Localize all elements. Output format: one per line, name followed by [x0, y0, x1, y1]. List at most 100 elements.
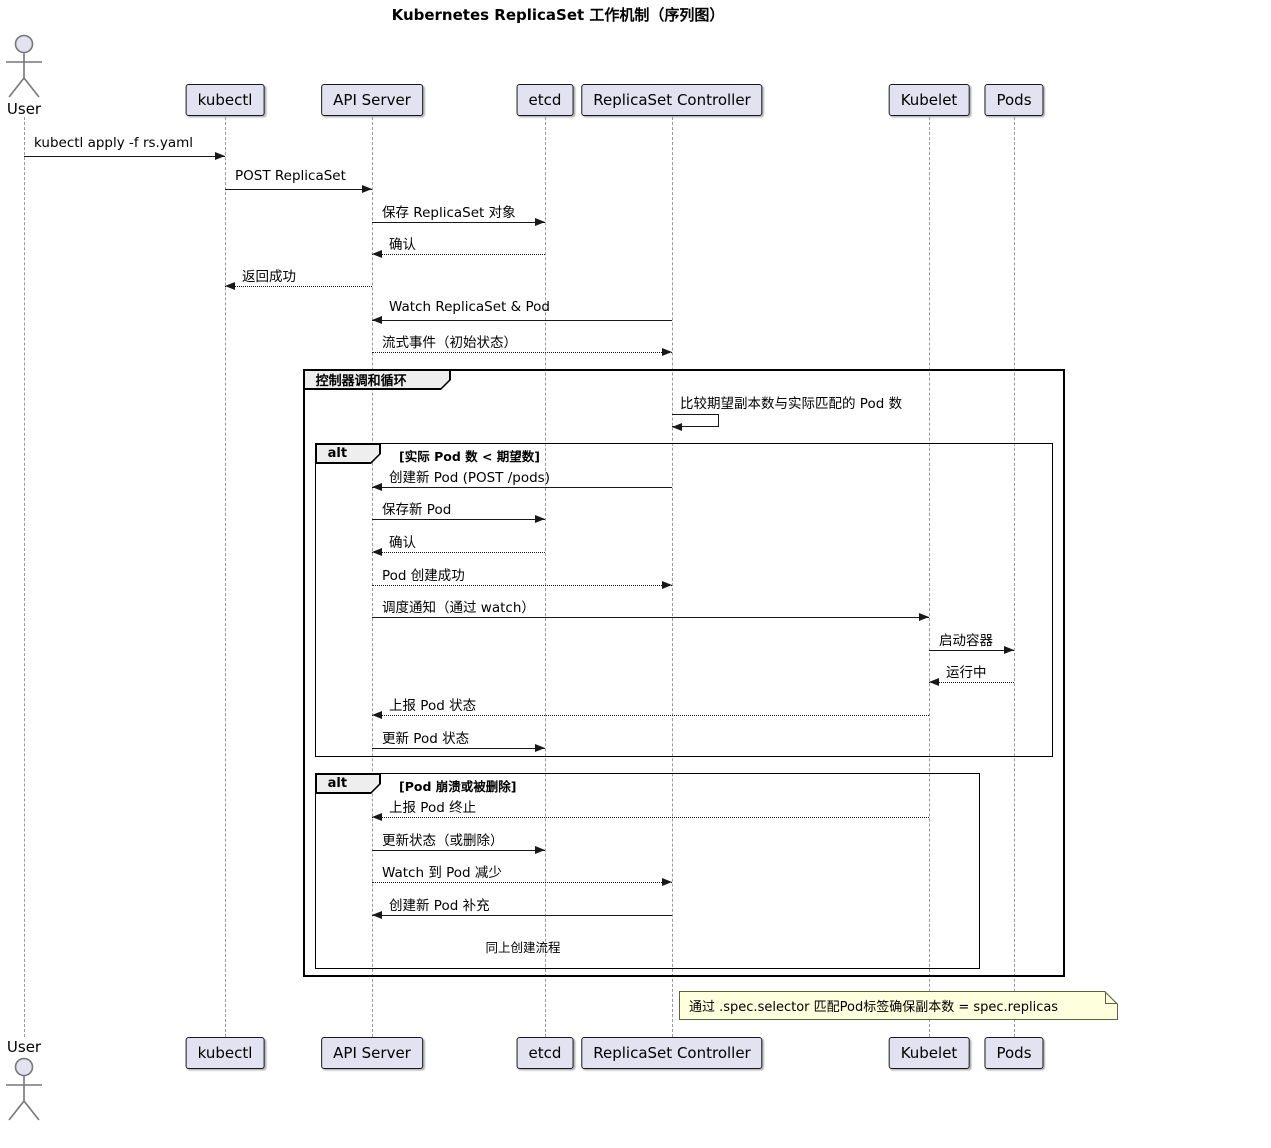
- message-line: [372, 850, 545, 851]
- participant-kubelet-top: Kubelet: [888, 84, 970, 116]
- arrowhead-icon: [372, 911, 382, 919]
- message-line: [24, 156, 225, 157]
- message-line: [372, 715, 929, 716]
- message-line: [372, 222, 545, 223]
- participant-etcd-bottom: etcd: [516, 1037, 574, 1069]
- message-label: 确认: [389, 535, 416, 551]
- note-fold-icon: [1105, 991, 1118, 1004]
- message-line: [372, 552, 545, 553]
- message-line: [372, 617, 929, 618]
- frame-group-0: [303, 369, 1065, 977]
- arrowhead-icon: [372, 250, 382, 258]
- message-line: [372, 915, 672, 916]
- message-label: 流式事件（初始状态）: [382, 335, 517, 351]
- frame-condition: [Pod 崩溃或被删除]: [399, 779, 517, 794]
- frame-alt-2: [315, 773, 980, 969]
- lifeline-kubectl: [225, 117, 226, 1037]
- message-label: 确认: [389, 237, 416, 253]
- lifeline-pods: [1014, 117, 1015, 1037]
- participant-replicaset-controller-top: ReplicaSet Controller: [581, 84, 763, 116]
- arrowhead-icon: [662, 878, 672, 886]
- arrowhead-icon: [372, 711, 382, 719]
- arrowhead-icon: [662, 581, 672, 589]
- frame-label: 控制器调和循环: [303, 369, 451, 390]
- arrowhead-icon: [215, 152, 225, 160]
- frame-condition: [实际 Pod 数 < 期望数]: [399, 449, 541, 464]
- message-label: 启动容器: [939, 633, 993, 649]
- message-line: [372, 817, 929, 818]
- lifeline-kubelet: [929, 117, 930, 1037]
- participant-pods-top: Pods: [984, 84, 1044, 116]
- message-line: [929, 650, 1014, 651]
- participant-api-server-top: API Server: [321, 84, 423, 116]
- arrowhead-icon: [929, 678, 939, 686]
- lifeline-user: [24, 117, 25, 1037]
- message-label: Watch ReplicaSet & Pod: [389, 299, 550, 315]
- arrowhead-icon: [672, 423, 682, 431]
- participant-kubectl-bottom: kubectl: [185, 1037, 265, 1069]
- user-actor-icon: [6, 34, 42, 98]
- participant-pods-bottom: Pods: [984, 1037, 1044, 1069]
- arrowhead-icon: [372, 483, 382, 491]
- user-actor-icon: [6, 1057, 42, 1121]
- participant-etcd-top: etcd: [516, 84, 574, 116]
- message-label: 上报 Pod 状态: [389, 698, 477, 714]
- participant-replicaset-controller-bottom: ReplicaSet Controller: [581, 1037, 763, 1069]
- arrowhead-icon: [919, 613, 929, 621]
- message-line: [225, 189, 372, 190]
- divider-label: 同上创建流程: [485, 940, 561, 955]
- message-label: 更新 Pod 状态: [382, 731, 470, 747]
- arrowhead-icon: [535, 846, 545, 854]
- lifeline-api-server: [372, 117, 373, 1037]
- note-text: 通过 .spec.selector 匹配Pod标签确保副本数 = spec.re…: [680, 992, 1117, 1019]
- participant-user-top: User: [6, 100, 42, 118]
- note: 通过 .spec.selector 匹配Pod标签确保副本数 = spec.re…: [679, 991, 1118, 1020]
- message-label: kubectl apply -f rs.yaml: [34, 135, 193, 151]
- message-line: [929, 682, 1014, 683]
- message-line: [372, 320, 672, 321]
- self-message-line: [672, 414, 719, 427]
- message-label: 保存新 Pod: [382, 502, 452, 518]
- message-label: 上报 Pod 终止: [389, 800, 477, 816]
- message-line: [372, 748, 545, 749]
- message-label: 创建新 Pod (POST /pods): [389, 470, 550, 486]
- message-line: [372, 254, 545, 255]
- arrowhead-icon: [372, 316, 382, 324]
- participant-api-server-bottom: API Server: [321, 1037, 423, 1069]
- actor-figure-bottom: [2, 1056, 46, 1124]
- participant-kubelet-bottom: Kubelet: [888, 1037, 970, 1069]
- message-line: [372, 519, 545, 520]
- message-label: 比较期望副本数与实际匹配的 Pod 数: [680, 396, 903, 412]
- frame-label: alt: [315, 443, 381, 464]
- message-label: 创建新 Pod 补充: [389, 898, 490, 914]
- arrowhead-icon: [535, 744, 545, 752]
- arrowhead-icon: [362, 185, 372, 193]
- frame-alt-1: [315, 443, 1053, 757]
- actor-figure-top: [2, 33, 46, 101]
- diagram-title: Kubernetes ReplicaSet 工作机制（序列图）: [391, 6, 725, 24]
- message-label: 返回成功: [242, 269, 296, 285]
- participant-user-bottom: User: [6, 1038, 42, 1056]
- participant-kubectl-top: kubectl: [185, 84, 265, 116]
- message-label: POST ReplicaSet: [235, 168, 346, 184]
- arrowhead-icon: [535, 218, 545, 226]
- message-line: [372, 585, 672, 586]
- lifeline-etcd: [545, 117, 546, 1037]
- message-label: Pod 创建成功: [382, 568, 465, 584]
- message-label: 更新状态（或删除）: [382, 833, 504, 849]
- arrowhead-icon: [225, 282, 235, 290]
- message-label: Watch 到 Pod 减少: [382, 865, 502, 881]
- frame-label: alt: [315, 773, 381, 794]
- frame-label-text: alt: [317, 445, 380, 463]
- message-line: [372, 487, 672, 488]
- lifeline-replicaset-controller: [672, 117, 673, 1037]
- arrowhead-icon: [372, 548, 382, 556]
- frame-label-text: alt: [317, 775, 380, 793]
- message-line: [372, 352, 672, 353]
- frame-label-text: 控制器调和循环: [305, 371, 450, 389]
- message-line: [225, 286, 372, 287]
- message-line: [372, 882, 672, 883]
- message-label: 保存 ReplicaSet 对象: [382, 205, 516, 221]
- message-label: 运行中: [946, 665, 987, 681]
